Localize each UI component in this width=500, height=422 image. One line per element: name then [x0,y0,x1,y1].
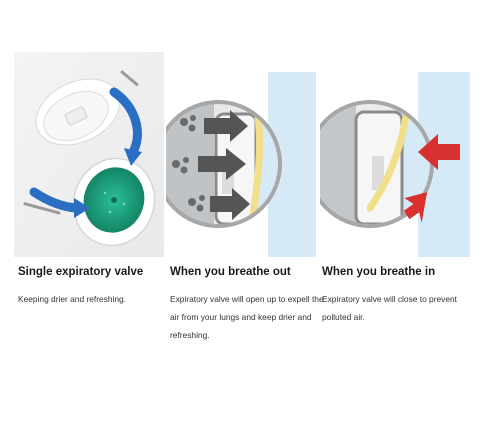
caption-breathe-in: When you breathe in Expiratory valve wil… [322,266,482,326]
valve-flap-open [248,114,264,226]
label-marks [23,70,139,215]
caption-breathe-out: When you breathe out Expiratory valve wi… [170,266,330,344]
flow-arrow-blue-icon [29,87,142,218]
section-title: When you breathe out [170,266,291,278]
section-description: Expiratory valve will open up to expell … [170,294,324,340]
valve-flap-closed [366,112,410,212]
section-title: Single expiratory valve [18,266,144,278]
section-title: When you breathe in [322,266,436,278]
air-bubbles-icon [172,115,205,212]
valve-product-image [14,52,164,257]
caption-single-valve: Single expiratory valve Keeping drier an… [18,266,183,308]
inhale-arrow-icon [403,134,460,223]
section-description: Keeping drier and refreshing. [18,294,127,304]
breathe-out-diagram [166,52,316,257]
breathe-in-diagram [320,52,470,257]
exhale-arrow-icon [198,110,250,220]
section-description: Expiratory valve will close to prevent p… [322,294,457,322]
